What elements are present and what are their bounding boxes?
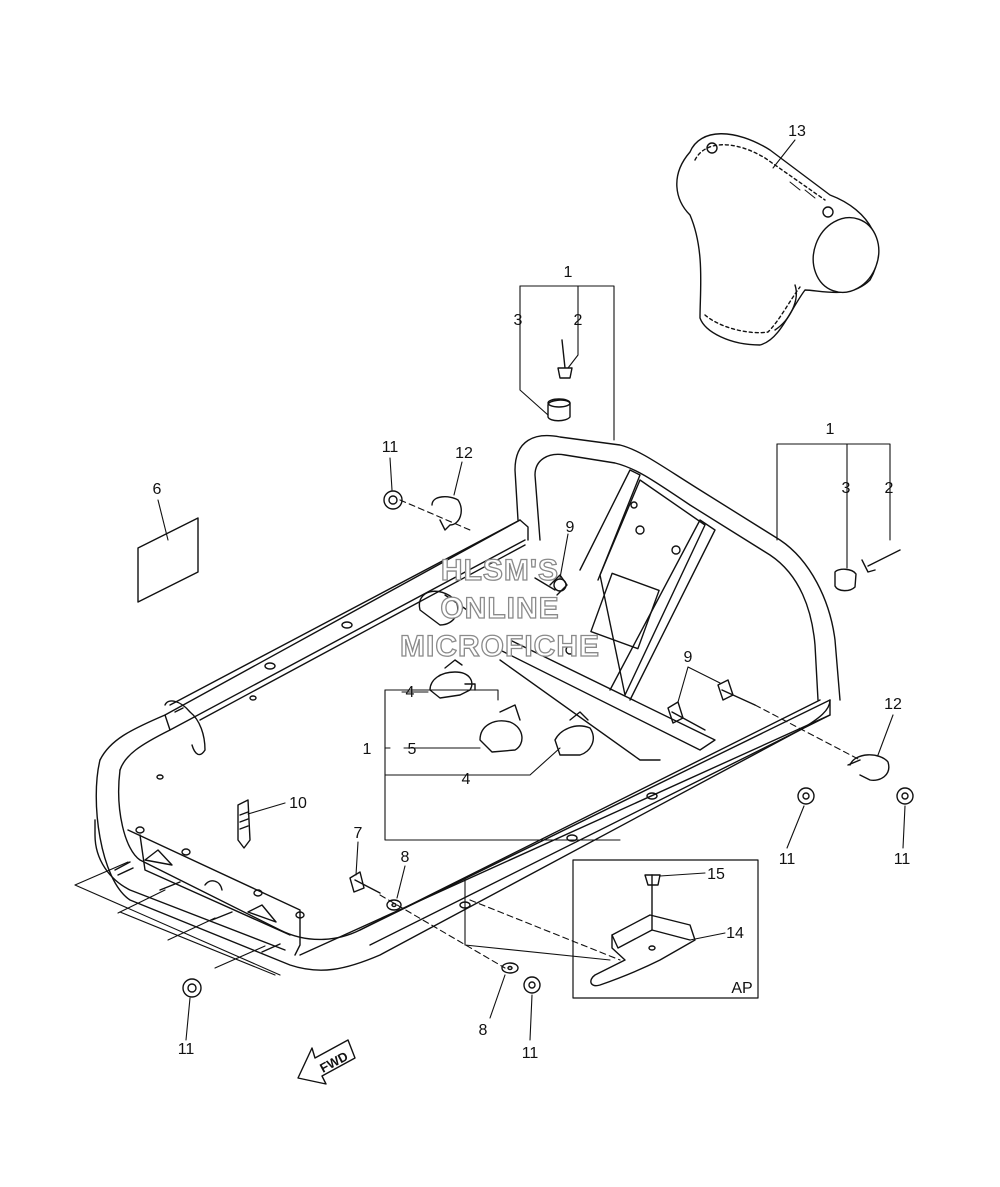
callout-1-left: 1: [363, 741, 372, 758]
callout-13: 13: [788, 123, 806, 140]
callout-11-lower-left: 11: [178, 1041, 195, 1058]
callout-1-right: 1: [826, 421, 835, 438]
callout-3-top: 3: [514, 312, 523, 329]
callout-2-right: 2: [885, 480, 894, 497]
callout-14: 14: [726, 925, 744, 942]
callout-12-upper: 12: [455, 445, 473, 462]
callouts: 1 2 3 1 2 3 1 4 4 5 6 7 8 8 9 9 10 11 11…: [153, 123, 911, 1076]
callout-8-upper: 8: [401, 849, 410, 866]
callout-12-right: 12: [884, 696, 902, 713]
callout-4-upper: 4: [406, 684, 415, 701]
fwd-arrow: [297, 1039, 356, 1085]
callout-2-top: 2: [574, 312, 583, 329]
callout-5: 5: [408, 741, 417, 758]
fasteners: [114, 339, 914, 998]
watermark-line-3: MICROFICHE: [400, 630, 600, 663]
callout-9-right: 9: [684, 649, 693, 666]
callout-11-mid: 11: [779, 851, 796, 868]
callout-10: 10: [289, 795, 307, 812]
handle-bar: [499, 434, 841, 761]
callout-7: 7: [354, 825, 363, 842]
watermark-line-2: ONLINE: [440, 592, 559, 625]
callout-9-upper: 9: [566, 519, 575, 536]
callout-11-lower-mid: 11: [522, 1045, 539, 1062]
watermark-line-1: HLSM'S: [441, 554, 559, 587]
inset-label: AP: [731, 980, 752, 997]
callout-6: 6: [153, 481, 162, 498]
watermark: HLSM'S ONLINE MICROFICHE: [399, 553, 600, 663]
callout-11-right: 11: [894, 851, 911, 868]
fwd-label: FWD: [317, 1048, 350, 1075]
inset-box: [572, 859, 759, 999]
decal: [137, 517, 199, 603]
callout-11-upper: 11: [382, 439, 399, 456]
callout-1-top: 1: [564, 264, 573, 281]
callout-8-lower: 8: [479, 1022, 488, 1039]
callout-15: 15: [707, 866, 725, 883]
frame-outline: [94, 519, 831, 971]
callout-4-lower: 4: [462, 771, 471, 788]
callout-3-right: 3: [842, 480, 851, 497]
leader-lines: [74, 139, 906, 1041]
handle-cover: [676, 133, 880, 346]
